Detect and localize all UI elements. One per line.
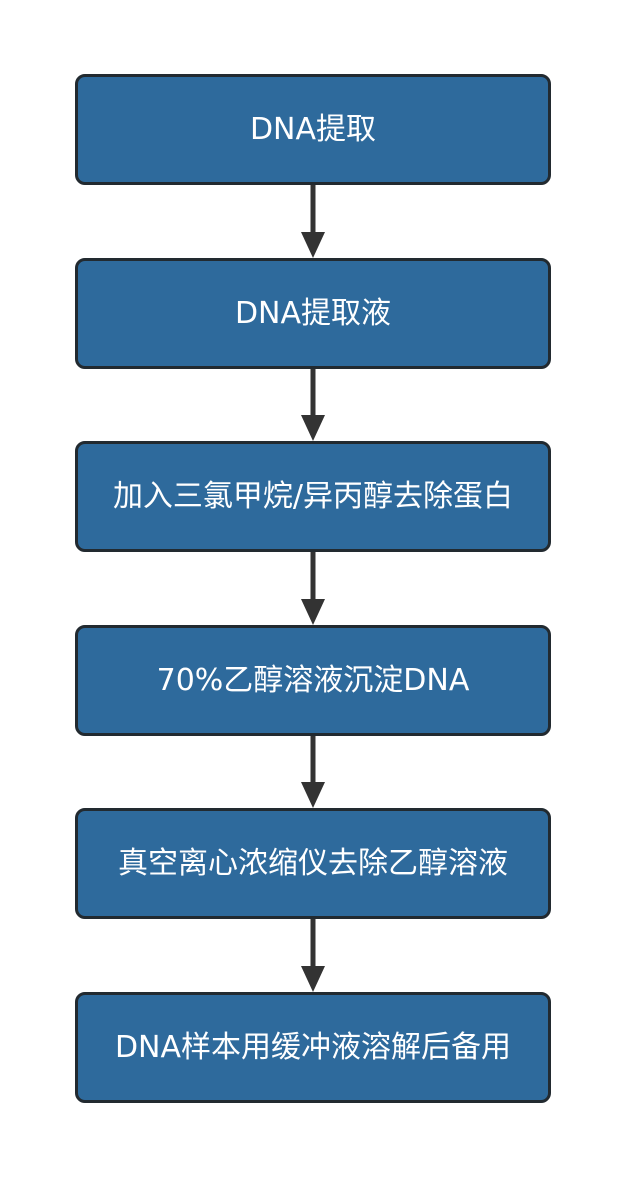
arrow-head [301,782,325,808]
step-remove-protein: 加入三氯甲烷/异丙醇去除蛋白 [75,441,551,552]
arrow-head [301,232,325,258]
step-label: DNA提取液 [234,295,392,331]
step-dna-extract-solution: DNA提取液 [75,258,551,369]
arrow-head [301,415,325,441]
step-vacuum-concentration: 真空离心浓缩仪去除乙醇溶液 [75,808,551,919]
step-label: DNA提取 [249,111,377,147]
step-label: 70%乙醇溶液沉淀DNA [156,662,470,698]
step-dna-extraction: DNA提取 [75,74,551,185]
step-label: 真空离心浓缩仪去除乙醇溶液 [118,845,508,881]
step-dissolve-buffer: DNA样本用缓冲液溶解后备用 [75,992,551,1103]
step-label: DNA样本用缓冲液溶解后备用 [114,1029,512,1065]
arrow-head [301,599,325,625]
step-ethanol-precipitation: 70%乙醇溶液沉淀DNA [75,625,551,736]
arrow-head [301,966,325,992]
step-label: 加入三氯甲烷/异丙醇去除蛋白 [112,478,514,514]
